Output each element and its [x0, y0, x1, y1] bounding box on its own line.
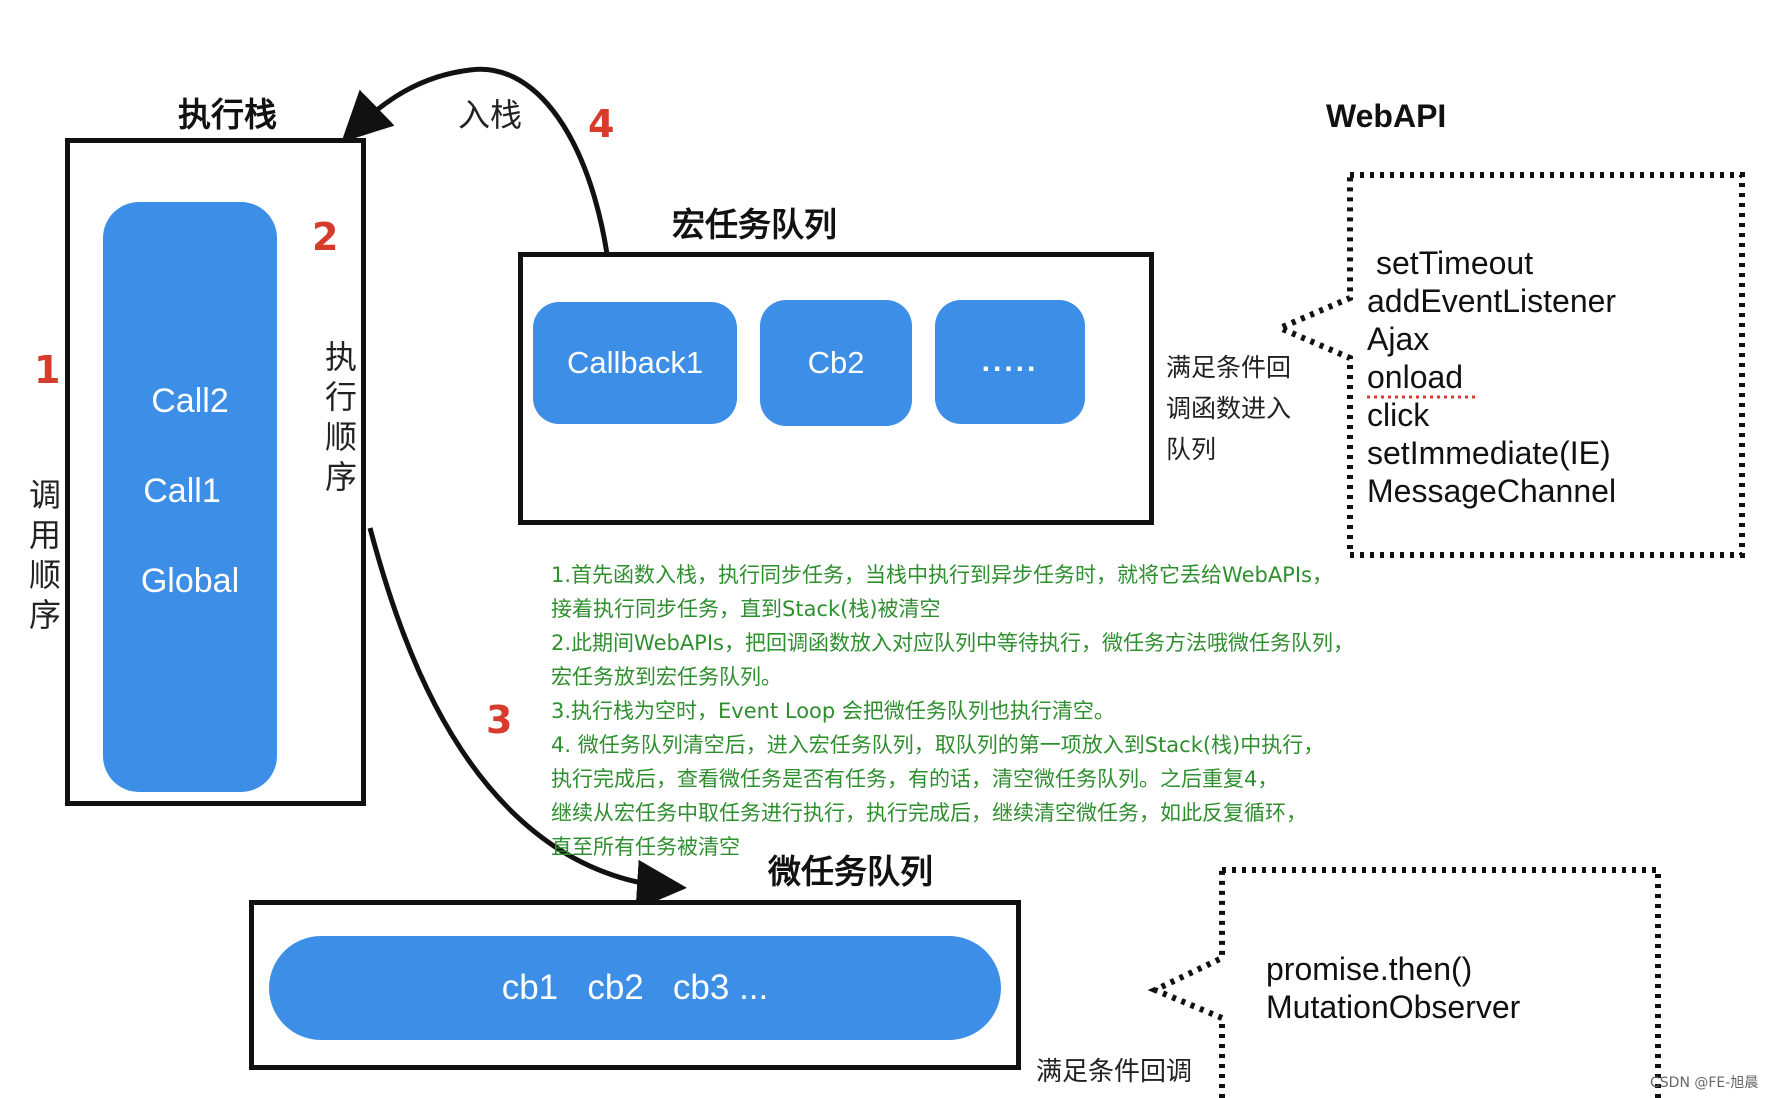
exec-order-label: 执行顺序 — [320, 340, 358, 500]
note-line-7: 执行完成后，查看微任务是否有任务，有的话，清空微任务队列。之后重复4， — [551, 767, 1279, 791]
step-number-4: 4 — [588, 102, 615, 146]
macro-enqueue-line-3: 队列 — [1166, 435, 1217, 464]
webapi-item-setimmediate: setImmediate(IE) — [1367, 435, 1611, 471]
webapi-item-onload: onload — [1367, 359, 1464, 395]
call-order-label: 调用顺序 — [24, 478, 62, 638]
webapi-item-messagechannel: MessageChannel — [1367, 473, 1617, 509]
macro-enqueue-line-2: 调函数进入 — [1166, 394, 1292, 423]
webapi-callout — [1272, 172, 1745, 558]
note-line-6: 4. 微任务队列清空后，进入宏任务队列，取队列的第一项放入到Stack(栈)中执… — [551, 733, 1325, 757]
stack-frame-call2: Call2 — [151, 382, 229, 420]
webapi-item-addeventlistener: addEventListener — [1367, 283, 1617, 319]
macro-task-more: ..... — [935, 300, 1085, 424]
macro-task-cb2: Cb2 — [760, 300, 912, 426]
micro-task-pill: cb1 cb2 cb3 ... — [269, 936, 1001, 1040]
note-line-1: 1.首先函数入栈，执行同步任务，当栈中执行到异步任务时，就将它丢给WebAPIs… — [551, 563, 1333, 587]
to-micro-queue-arrow — [367, 527, 687, 910]
stack-frame-call1: Call1 — [143, 472, 221, 510]
macro-queue-title: 宏任务队列 — [672, 205, 837, 244]
micro-enqueue-label: 满足条件回调 — [1036, 1057, 1193, 1087]
webapi-title: WebAPI — [1326, 98, 1447, 134]
stack-frame-global: Global — [140, 562, 240, 600]
step-number-2: 2 — [312, 215, 339, 259]
exec-stack-pill: Call2 Call1 Global — [103, 202, 277, 792]
step-number-3: 3 — [486, 698, 513, 742]
micro-source-promise-then: promise.then() — [1266, 951, 1473, 987]
webapi-item-click: click — [1367, 397, 1430, 433]
macro-task-callback1: Callback1 — [533, 302, 737, 424]
note-line-5: 3.执行栈为空时，Event Loop 会把微任务队列也执行清空。 — [551, 699, 1115, 723]
micro-source-mutationobserver: MutationObserver — [1266, 989, 1521, 1025]
macro-enqueue-line-1: 满足条件回 — [1166, 353, 1292, 382]
note-line-4: 宏任务放到宏任务队列。 — [551, 665, 782, 689]
micro-queue-title: 微任务队列 — [768, 852, 933, 891]
micro-sources-callout — [1147, 867, 1661, 1098]
push-stack-label: 入栈 — [458, 96, 523, 134]
webapi-item-ajax: Ajax — [1367, 321, 1430, 357]
step-number-1: 1 — [34, 348, 61, 392]
push-stack-arrow — [341, 66, 615, 297]
exec-stack-title: 执行栈 — [178, 95, 277, 134]
note-line-8: 继续从宏任务中取任务进行执行，执行完成后，继续清空微任务，如此反复循环， — [551, 801, 1307, 825]
webapi-item-settimeout: setTimeout — [1376, 245, 1534, 281]
note-line-2: 接着执行同步任务，直到Stack(栈)被清空 — [551, 597, 941, 621]
note-line-9: 直至所有任务被清空 — [551, 835, 740, 859]
watermark: CSDN @FE-旭晨 — [1650, 1075, 1759, 1091]
note-line-3: 2.此期间WebAPIs，把回调函数放入对应队列中等待执行，微任务方法哦微任务队… — [551, 631, 1354, 655]
